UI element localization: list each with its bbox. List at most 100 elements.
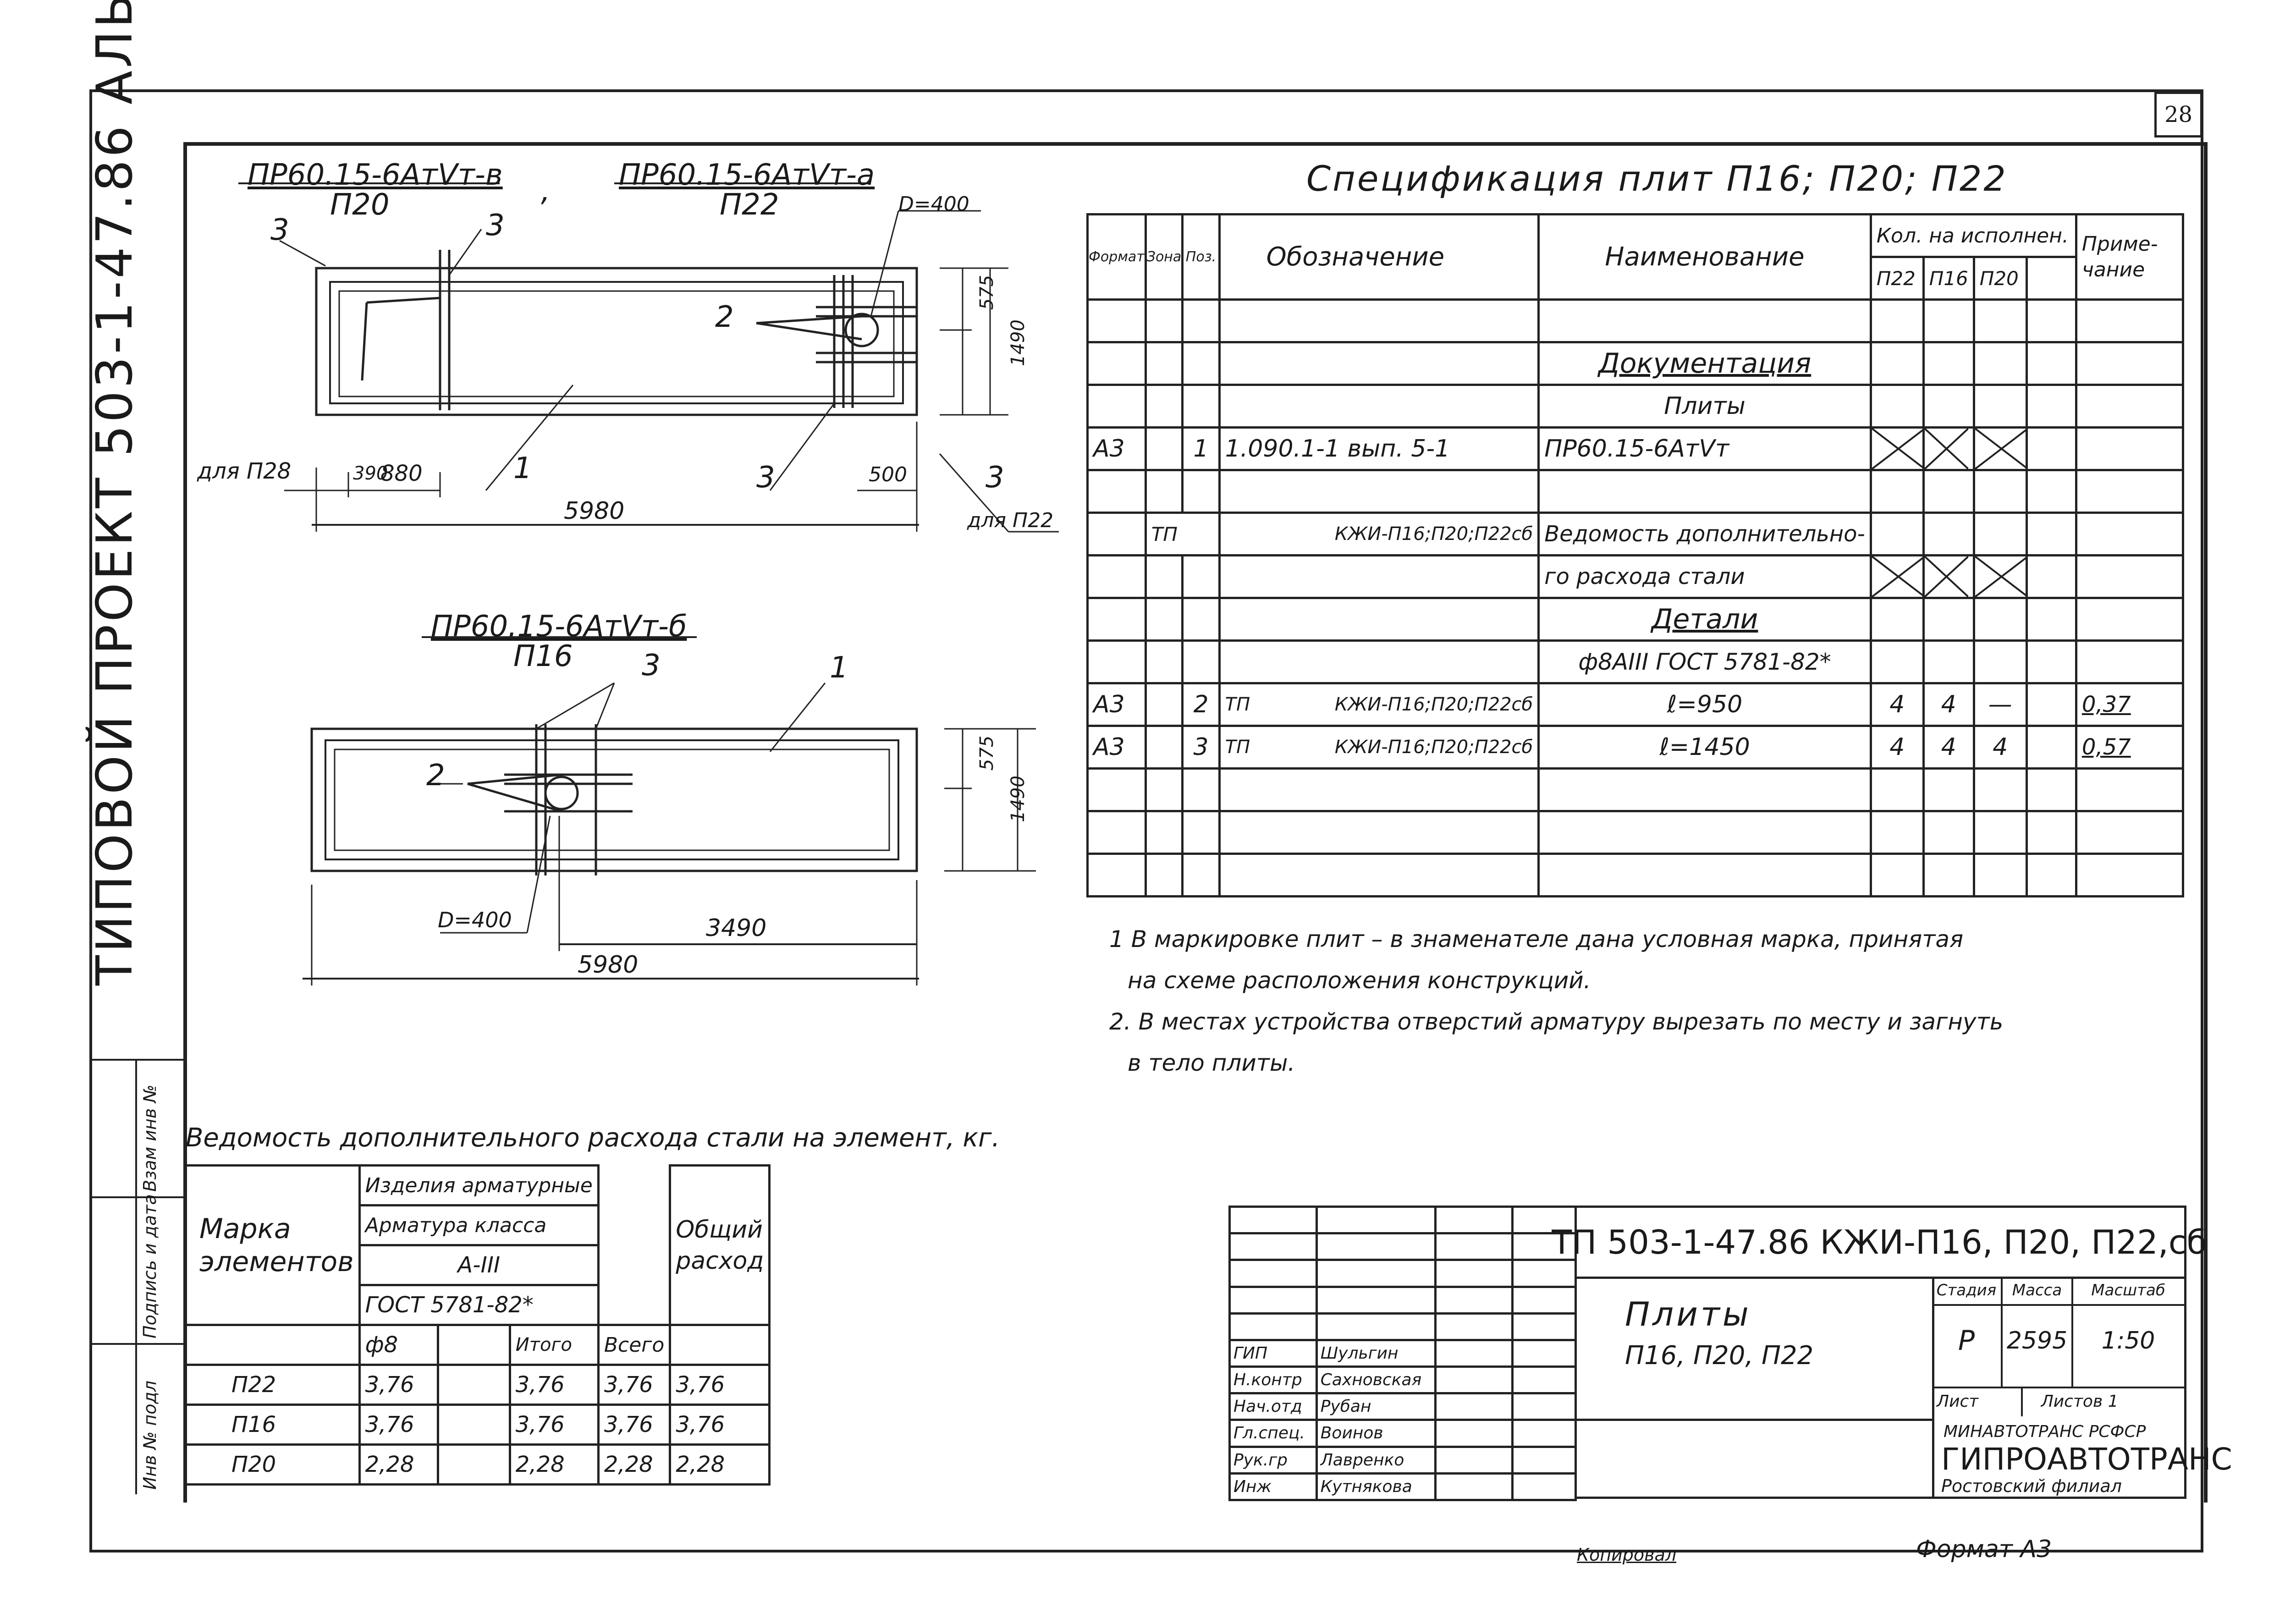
cross-mark (1924, 556, 1968, 597)
tb-name-0: Шульгин (1315, 1338, 1437, 1368)
steel-r2-phi8: 2,28 (358, 1443, 440, 1486)
dim-5980-bottom: 5980 (578, 951, 639, 979)
cross-mark (1872, 429, 1925, 469)
spec-r1-naim: ПР60.15-6АтVт (1537, 426, 1872, 471)
steel-table: Марка элементов Изделия арматурные Общий… (183, 1164, 771, 1486)
dim-3490: 3490 (706, 914, 767, 942)
tb-name-3: Воинов (1315, 1419, 1437, 1448)
tb-name2: П16, П20, П22 (1625, 1341, 1814, 1371)
tb-role-4: Рук.гр (1228, 1445, 1318, 1475)
spec-h-zona: Зона (1144, 213, 1184, 301)
tb-code: ТП 503-1-47.86 КЖИ-П16, П20, П22,сб (1552, 1208, 2207, 1279)
steel-r0-marka: П22 (183, 1364, 361, 1406)
dim-575-top: 575 (976, 275, 998, 310)
spec-r4-prim: 0,57 (2075, 725, 2185, 770)
spec-r3-p22: 4 (1869, 682, 1925, 727)
spec-r4-p22: 4 (1869, 725, 1925, 770)
spec-r2-naim1: Ведомость дополнительно- (1537, 512, 1872, 556)
tb-org2: ГИПРОАВТОТРАНС (1941, 1442, 2232, 1477)
spec-r3-p20: — (1972, 682, 2028, 727)
spec-r2-oboz: КЖИ-П16;П20;П22сб (1218, 512, 1540, 556)
label-bottom: ПР60.15-6АтVт-б (431, 610, 687, 644)
spec-h-kol: Кол. на исполнен. (1869, 213, 2077, 258)
spec-doc-section: Документация (1537, 341, 1872, 386)
steel-r0-obshiy: 3,76 (669, 1364, 771, 1406)
tb-org3: Ростовский филиал (1941, 1476, 2122, 1496)
spec-r1-format: А3 (1086, 426, 1147, 471)
spec-r4-p20: 4 (1972, 725, 2028, 770)
steel-h-gost: ГОСТ 5781-82* (358, 1284, 600, 1326)
steel-h-phi8: ф8 (358, 1324, 440, 1366)
spec-r3-prim: 0,37 (2075, 682, 2185, 727)
outer-frame (89, 89, 2203, 1552)
spec-r3-zona: ТП (1225, 694, 1250, 715)
note-2a: 2. В местах устройства отверстий арматур… (1109, 1008, 2004, 1035)
label-top-right: ПР60.15-6АтVт-а (619, 158, 875, 192)
pos-3a-top: 3 (270, 213, 289, 247)
d-label-bottom: D=400 (438, 908, 512, 932)
spec-h-p22: П22 (1869, 256, 1925, 301)
spec-r2-zona: ТП (1144, 512, 1221, 556)
spec-r3-oboz: КЖИ-П16;П20;П22сб (1334, 694, 1533, 715)
for-p28: для П28 (197, 458, 292, 484)
spec-h-p16: П16 (1922, 256, 1975, 301)
spec-title: Спецификация плит П16; П20; П22 (1306, 158, 2008, 199)
spec-r4-oboz: КЖИ-П16;П20;П22сб (1334, 737, 1533, 758)
table-row: П16 3,76 3,76 3,76 3,76 (183, 1404, 771, 1446)
tb-name-2: Рубан (1315, 1392, 1437, 1421)
steel-h-armatura: Арматура класса (358, 1204, 600, 1246)
steel-h-obshiy: Общий расход (669, 1164, 771, 1326)
steel-r2-vsego: 2,28 (597, 1443, 672, 1486)
dim-880: 880 (380, 461, 423, 486)
spec-r3-poz: 2 (1181, 682, 1221, 727)
spec-det-section: Детали (1537, 597, 1872, 642)
steel-r0-itogo: 3,76 (508, 1364, 600, 1406)
note-1b: на схеме расположения конструкций. (1128, 967, 1591, 994)
tb-role-2: Нач.отд (1228, 1392, 1318, 1421)
tb-name-1: Сахновская (1315, 1365, 1437, 1395)
spec-r4-p16: 4 (1922, 725, 1975, 770)
label-top-right-sub: П22 (720, 188, 779, 222)
spec-r2-naim2: го расхода стали (1537, 554, 1872, 599)
tb-stadia-h: Стадия (1932, 1277, 2003, 1304)
tb-role-3: Гл.спец. (1228, 1419, 1318, 1448)
tb-stadia: Р (1932, 1304, 2003, 1387)
label-bottom-sub: П16 (513, 639, 573, 673)
steel-h-izdelia: Изделия арматурные (358, 1164, 600, 1206)
note-2b: в тело плиты. (1128, 1050, 1295, 1076)
tb-role-0: ГИП (1228, 1338, 1318, 1368)
tb-massa: 2595 (2003, 1304, 2073, 1387)
cross-mark (1975, 556, 2028, 597)
tb-masshtab: 1:50 (2101, 1327, 2155, 1354)
tb-listov: Листов 1 (2041, 1392, 2119, 1411)
table-row: Гл.спец.Воинов (1228, 1419, 1577, 1448)
pos-1-bottom: 1 (830, 651, 848, 685)
steel-h-marka: Марка элементов (183, 1164, 361, 1326)
steel-r2-marka: П20 (183, 1443, 361, 1486)
spec-h-format: Формат (1086, 213, 1147, 301)
spec-det-sub: ф8АIII ГОСТ 5781-82* (1537, 639, 1872, 684)
table-row: П22 3,76 3,76 3,76 3,76 (183, 1364, 771, 1406)
dim-1490-bottom: 1490 (1007, 776, 1029, 822)
steel-r1-marka: П16 (183, 1404, 361, 1446)
steel-r1-vsego: 3,76 (597, 1404, 672, 1446)
note-1a: 1 В маркировке плит – в знаменателе дана… (1109, 926, 1964, 952)
tb-name1: Плиты (1625, 1295, 1751, 1333)
spec-h-naim: Наименование (1537, 213, 1872, 301)
table-row: П20 2,28 2,28 2,28 2,28 (183, 1443, 771, 1486)
steel-r0-vsego: 3,76 (597, 1364, 672, 1406)
label-top-left-sub: П20 (330, 188, 390, 222)
dim-390: 390 (353, 463, 388, 484)
inner-frame (183, 142, 2208, 1503)
pos-1-top: 1 (513, 451, 532, 485)
dim-500: 500 (869, 463, 907, 486)
steel-h-itogo: Итого (508, 1324, 600, 1366)
spec-r1-oboz: 1.090.1-1 вып. 5-1 (1218, 426, 1540, 471)
for-p22: для П22 (967, 509, 1054, 532)
steel-r1-itogo: 3,76 (508, 1404, 600, 1446)
steel-h-klass: А-III (358, 1244, 600, 1286)
